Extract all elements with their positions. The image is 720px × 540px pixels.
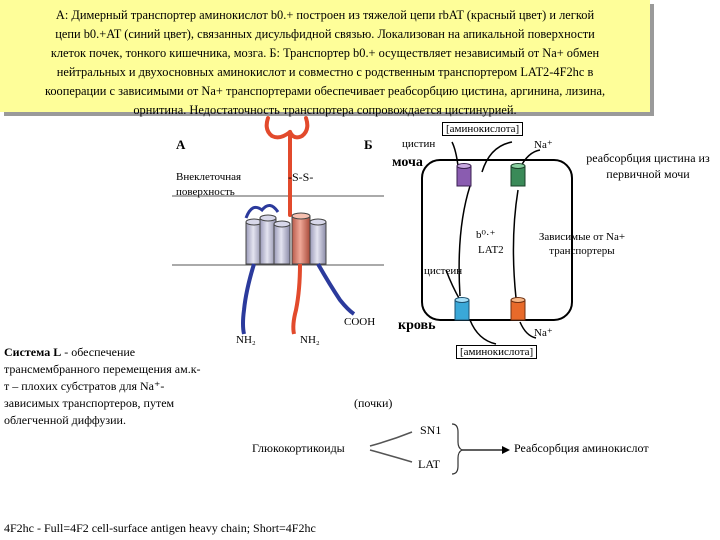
reabsorption-result-label: Реабсорбция аминокислот	[514, 441, 649, 455]
cystine-in-arrow	[451, 141, 459, 167]
aminoacid-bottom-label: [аминокислота]	[456, 345, 538, 359]
bottom-out-arrow	[469, 319, 497, 345]
system-l-description: - обеспечение трансмембранного перемещен…	[4, 345, 201, 427]
heavy-chain-tail	[291, 263, 302, 335]
membrane-cylinders	[245, 212, 327, 265]
system-l-text: Система L - обеспечение трансмембранного…	[4, 344, 204, 429]
curly-brace	[451, 423, 464, 475]
caption-box: А: Димерный транспортер аминокислот b0.+…	[0, 0, 650, 117]
footnote: 4F2hc - Full=4F2 cell-surface antigen he…	[4, 521, 316, 535]
cell-outline	[421, 159, 573, 321]
cooh-label: COOH	[344, 316, 376, 328]
panel-a-label: А	[176, 137, 186, 152]
glucocorticoid-branch-down	[369, 449, 413, 463]
cooh-tail	[316, 263, 356, 316]
glucocorticoid-branch-up	[369, 431, 413, 447]
lat-label: LAT	[418, 457, 440, 471]
caption-line: нейтральных и двухосновных аминокислот и…	[56, 65, 594, 79]
internal-cycle-arrow	[458, 185, 471, 297]
caption-line: кооперации с зависимыми от Na+ транспорт…	[44, 84, 606, 98]
b0-transporter-label: b⁰·⁺	[476, 229, 496, 241]
basolateral-na-transporter	[510, 297, 526, 321]
caption-line: цепи b0.+AT (синий цвет), связанных дису…	[55, 27, 595, 41]
cystine-label: цистин	[402, 138, 436, 150]
nh2-right-label: NH₂	[300, 334, 320, 346]
panel-b-label: Б	[364, 137, 373, 152]
na-bottom-label: Na⁺	[534, 327, 553, 339]
bottom-na-arrow	[519, 321, 537, 339]
system-l-title: Система L	[4, 345, 62, 359]
aminoacid-top-label: [аминокислота]	[442, 122, 524, 136]
na-dependent-label: Зависимые от Na+ транспортеры	[538, 231, 626, 257]
caption-line: клеток почек, тонкого кишечника, мозга. …	[50, 46, 600, 60]
urine-label: моча	[392, 155, 423, 170]
internal-na-arrow	[512, 189, 519, 299]
heavy-chain-extracellular	[264, 116, 310, 217]
extracellular-label: Внеклеточная поверхность	[176, 171, 242, 198]
aminoacid-out-arrow	[481, 141, 513, 173]
reabsorption-label: реабсорбция цистина из первичной мочи	[586, 151, 710, 181]
cysteine-label: цистеин	[424, 265, 463, 277]
apical-na-transporter	[510, 163, 526, 187]
lat2-label: LAT2	[478, 244, 504, 256]
disulfide-bond-label: -S-S-	[288, 170, 314, 184]
basolateral-lat2-transporter	[454, 297, 470, 321]
na-top-label: Na⁺	[534, 139, 553, 151]
caption-line: орнитина. Недостаточность транспортера с…	[133, 103, 517, 117]
sn1-label: SN1	[420, 423, 442, 437]
blood-label: кровь	[398, 318, 436, 333]
light-chain-tail	[241, 263, 256, 335]
glucocorticoids-label: Глюкокортикоиды	[252, 441, 345, 455]
nh2-left-label: NH₂	[236, 334, 256, 346]
result-arrow-head	[502, 446, 510, 454]
kidneys-label: (почки)	[354, 396, 393, 410]
caption-line: А: Димерный транспортер аминокислот b0.+…	[55, 8, 595, 22]
apical-b0-transporter	[456, 163, 472, 187]
